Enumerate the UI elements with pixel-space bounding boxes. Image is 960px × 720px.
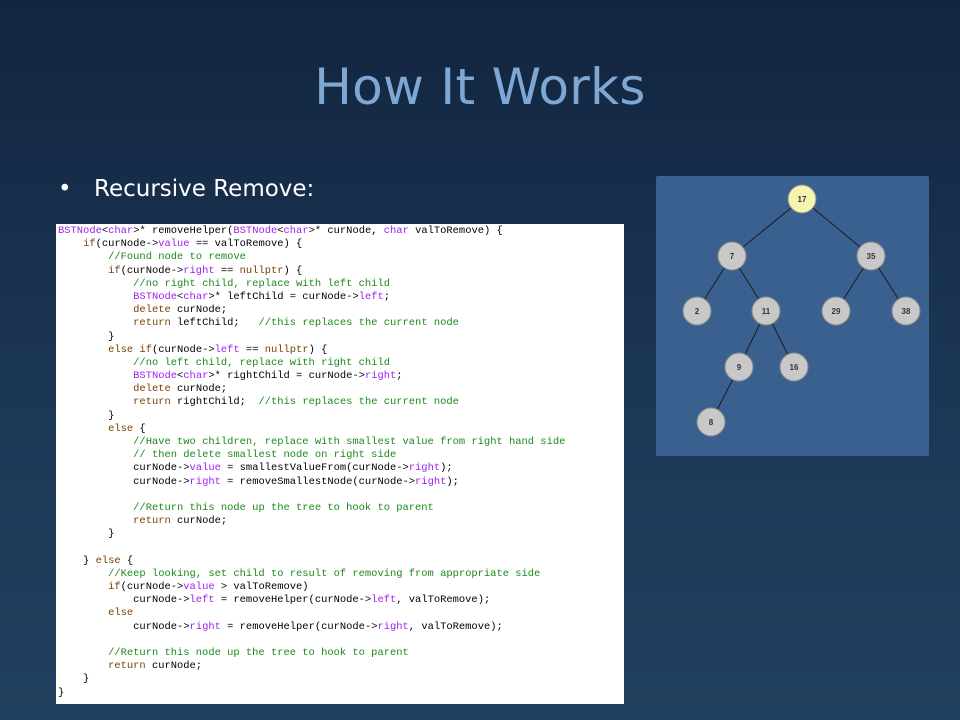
bullet-text: Recursive Remove: bbox=[94, 176, 315, 202]
tree-node-29 bbox=[821, 296, 851, 326]
code-line: else { bbox=[108, 422, 146, 435]
tree-node-label: 7 bbox=[730, 252, 735, 261]
tree-node-11 bbox=[751, 296, 781, 326]
code-line: else bbox=[108, 607, 134, 620]
tree-node-38 bbox=[891, 296, 921, 326]
code-line: else if(curNode->left == nullptr) { bbox=[108, 343, 328, 356]
code-line: // then delete smallest node on right si… bbox=[133, 449, 397, 462]
tree-node-label: 16 bbox=[790, 363, 799, 372]
code-line: curNode->right = removeSmallestNode(curN… bbox=[58, 475, 459, 488]
code-line: } bbox=[58, 330, 115, 343]
code-line: //no left child, replace with right chil… bbox=[133, 356, 390, 369]
tree-node-label: 11 bbox=[762, 307, 771, 316]
code-line: } bbox=[58, 409, 115, 422]
tree-node-35 bbox=[856, 241, 886, 271]
tree-node-label: 29 bbox=[832, 307, 841, 316]
code-line: if(curNode->value > valToRemove) bbox=[108, 581, 309, 594]
code-line: curNode->left = removeHelper(curNode->le… bbox=[58, 594, 491, 607]
tree-edge bbox=[731, 198, 803, 257]
code-line: if(curNode->value == valToRemove) { bbox=[83, 238, 303, 251]
code-line: //Found node to remove bbox=[108, 251, 246, 264]
tree-node-label: 9 bbox=[737, 363, 742, 372]
tree-node-7 bbox=[717, 241, 747, 271]
code-line: BSTNode<char>* rightChild = curNode->rig… bbox=[133, 370, 403, 383]
bullet-dot-icon: • bbox=[58, 176, 72, 202]
tree-node-label: 38 bbox=[902, 307, 911, 316]
code-line bbox=[58, 542, 624, 555]
code-line: //Return this node up the tree to hook t… bbox=[108, 647, 409, 659]
code-line bbox=[58, 634, 624, 647]
bst-svg: 17 7 35 2 11 29 38 9 16 8 bbox=[682, 184, 921, 437]
tree-node-label: 8 bbox=[709, 418, 714, 427]
code-line: BSTNode<char>* leftChild = curNode->left… bbox=[133, 290, 391, 303]
tree-node-2 bbox=[682, 296, 712, 326]
code-line: curNode->right = removeHelper(curNode->r… bbox=[58, 620, 503, 633]
code-line: return curNode; bbox=[133, 515, 228, 528]
tree-node-8 bbox=[696, 407, 726, 437]
code-line: curNode->value = smallestValueFrom(curNo… bbox=[58, 462, 453, 475]
tree-node-label: 17 bbox=[798, 195, 807, 204]
code-line: //Keep looking, set child to result of r… bbox=[108, 567, 541, 580]
code-line bbox=[58, 489, 624, 502]
bullet-item: • Recursive Remove: bbox=[58, 176, 314, 202]
tree-node-label: 2 bbox=[695, 307, 700, 316]
tree-node-17 bbox=[787, 184, 817, 214]
slide-title: How It Works bbox=[314, 58, 646, 116]
tree-edge bbox=[801, 198, 872, 257]
tree-node-16 bbox=[779, 352, 809, 382]
code-line: return leftChild; //this replaces the cu… bbox=[133, 317, 459, 330]
code-line: //no right child, replace with left chil… bbox=[133, 277, 390, 290]
code-line: delete curNode; bbox=[133, 383, 228, 396]
tree-node-9 bbox=[724, 352, 754, 382]
code-line: BSTNode<char>* removeHelper(BSTNode<char… bbox=[58, 225, 503, 237]
code-line: } bbox=[58, 673, 90, 686]
tree-node-label: 35 bbox=[867, 252, 876, 261]
code-block: BSTNode<char>* removeHelper(BSTNode<char… bbox=[56, 224, 624, 700]
code-line: } bbox=[58, 528, 115, 541]
code-line: //Return this node up the tree to hook t… bbox=[133, 501, 434, 514]
code-line: } else { bbox=[58, 554, 134, 567]
code-snippet-image: BSTNode<char>* removeHelper(BSTNode<char… bbox=[56, 224, 624, 704]
code-line: } bbox=[58, 686, 65, 699]
code-line: //Have two children, replace with smalle… bbox=[133, 436, 566, 448]
bst-diagram: 17 7 35 2 11 29 38 9 16 8 bbox=[656, 176, 929, 456]
code-line: delete curNode; bbox=[133, 304, 228, 317]
code-line: return rightChild; //this replaces the c… bbox=[133, 396, 459, 409]
code-line: return curNode; bbox=[108, 660, 203, 673]
code-line: if(curNode->right == nullptr) { bbox=[108, 264, 303, 277]
